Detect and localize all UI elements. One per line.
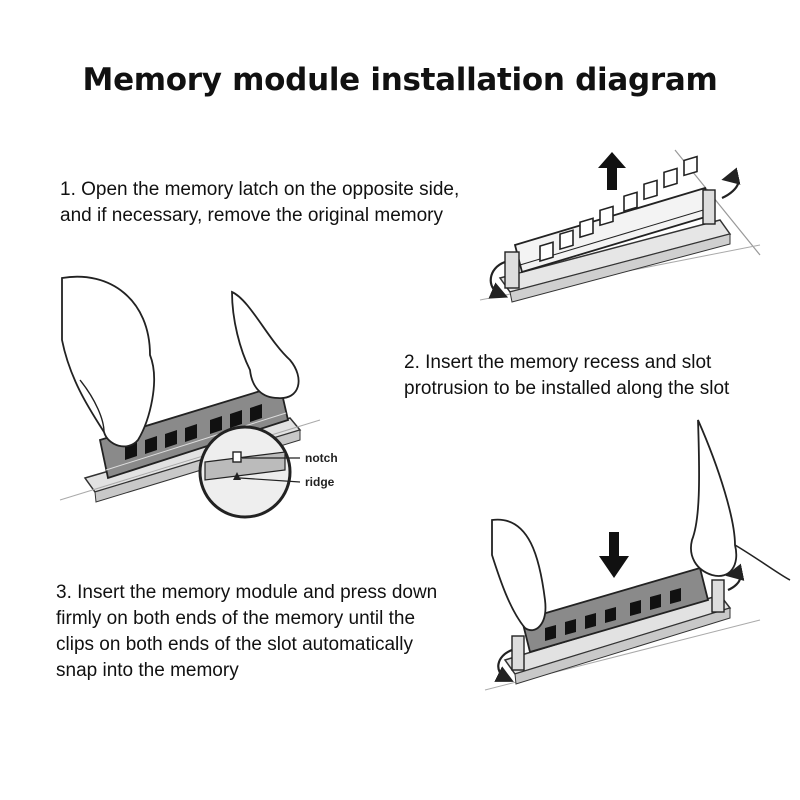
arrow-up-icon: [598, 152, 626, 190]
ridge-label: ridge: [305, 475, 335, 489]
left-latch: [504, 251, 520, 289]
step-2-line-2: protrusion to be installed along the slo…: [404, 378, 730, 399]
step-3-line-4: snap into the memory: [56, 660, 239, 681]
right-hand: [231, 290, 300, 399]
step-3-text: 3. Insert the memory module and press do…: [56, 580, 476, 684]
memory-chips: [545, 588, 681, 641]
step-3-line-3: clips on both ends of the slot automatic…: [56, 634, 413, 655]
left-hand: [61, 275, 155, 448]
left-latch: [511, 635, 525, 671]
step-1-line-1: 1. Open the memory latch on the opposite…: [60, 179, 460, 200]
illustration-align-notch: notch ridge: [59, 275, 338, 519]
arrow-down-icon: [599, 532, 629, 578]
notch-marker: [232, 451, 242, 463]
illustration-press-down: [484, 419, 791, 691]
step-3-line-2: firmly on both ends of the memory until …: [56, 608, 416, 629]
step-2-line-1: 2. Insert the memory recess and slot: [404, 352, 712, 373]
step-1-text: 1. Open the memory latch on the opposite…: [60, 177, 500, 229]
memory-chips: [539, 155, 698, 263]
step-2-text: 2. Insert the memory recess and slot pro…: [404, 350, 784, 402]
rotate-latch-icon: [494, 648, 514, 682]
notch-label: notch: [305, 451, 338, 465]
diagram-title: Memory module installation diagram: [82, 62, 718, 98]
rotate-latch-icon: [725, 563, 745, 592]
step-3-line-1: 3. Insert the memory module and press do…: [56, 582, 438, 603]
right-hand: [690, 419, 738, 577]
ridge-marker: [233, 472, 241, 480]
memory-chips: [125, 404, 262, 460]
rotate-latch-icon: [721, 167, 741, 200]
illustration-remove-module: [479, 149, 761, 303]
right-latch: [711, 579, 725, 613]
step-1-line-2: and if necessary, remove the original me…: [60, 205, 443, 226]
rotate-latch-icon: [488, 260, 509, 299]
right-latch: [702, 189, 716, 225]
left-hand: [491, 518, 547, 631]
